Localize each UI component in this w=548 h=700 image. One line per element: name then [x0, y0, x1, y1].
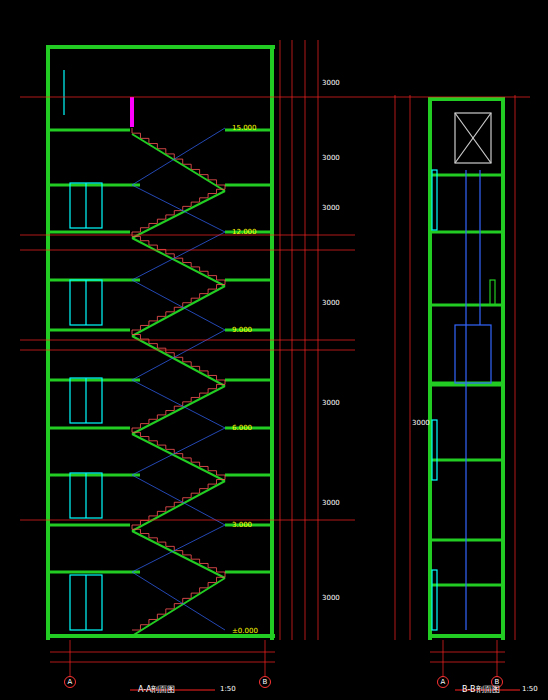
axis-bubble: A: [64, 676, 76, 688]
axis-bubble: A: [437, 676, 449, 688]
drawing-caption: B-B剖面图: [462, 686, 500, 694]
drawing-caption: A-A剖面图: [138, 686, 175, 694]
dimension-text: 3000: [322, 400, 340, 407]
dimension-text: 9.000: [232, 327, 252, 334]
dimension-text: 6.000: [232, 425, 252, 432]
axis-label: A: [65, 677, 75, 687]
dimension-text: 15.000: [232, 125, 257, 132]
dimension-text: 3000: [412, 420, 430, 427]
drawing-caption: 1:50: [220, 686, 236, 693]
dimension-text: 3.000: [232, 522, 252, 529]
dimension-text: 3000: [322, 155, 340, 162]
dimension-text: 3000: [322, 595, 340, 602]
dimension-text: 3000: [322, 500, 340, 507]
dimension-text: 3000: [322, 205, 340, 212]
dimension-text: 3000: [322, 300, 340, 307]
axis-bubble: B: [259, 676, 271, 688]
axis-label: B: [260, 677, 270, 687]
dimension-text: 3000: [322, 80, 340, 87]
dimension-text: ±0.000: [232, 628, 258, 635]
drawing-caption: 1:50: [522, 686, 538, 693]
axis-label: A: [438, 677, 448, 687]
dimension-text: 12.000: [232, 229, 257, 236]
